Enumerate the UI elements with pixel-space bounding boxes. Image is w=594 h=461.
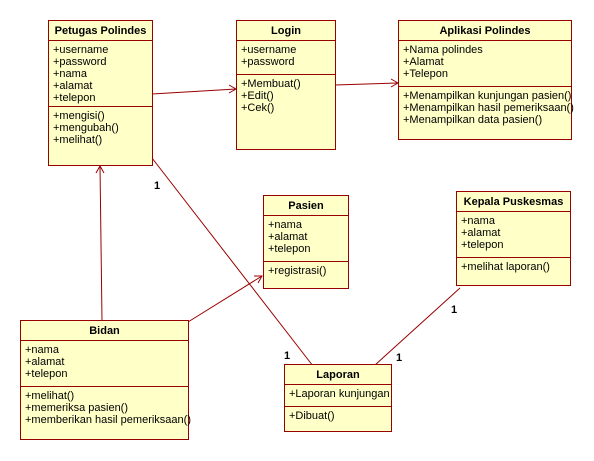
attributes-section: +username +password +nama +alamat +telep… <box>49 41 152 106</box>
operation: +memeriksa pasien() <box>25 402 129 414</box>
attribute: +Nama polindes <box>403 44 483 56</box>
operation: +Edit() <box>241 90 274 102</box>
petugas-login-association <box>151 88 237 95</box>
operation: +melihat() <box>25 390 75 402</box>
operation: +melihat() <box>53 134 103 146</box>
operation: +Membuat() <box>241 78 301 90</box>
bidan-pasien-arrowhead <box>254 275 263 284</box>
class-laporan[interactable]: Laporan +Laporan kunjungan +Dibuat() <box>284 364 392 432</box>
attributes-section: +Laporan kunjungan <box>285 385 391 406</box>
attributes-section: +username +password <box>237 41 335 74</box>
bidan-petugas-association <box>99 165 103 321</box>
kepala-laporan-association <box>374 287 461 366</box>
bidan-petugas-arrowhead <box>95 164 105 174</box>
operations-section: +melihat() +memeriksa pasien() +memberik… <box>21 386 191 428</box>
attribute: +alamat <box>268 231 308 243</box>
operations-section: +Membuat() +Edit() +Cek() <box>237 74 335 116</box>
bidan-pasien-association <box>187 275 263 323</box>
operations-section: +Dibuat() <box>285 406 391 424</box>
class-name: Aplikasi Polindes <box>399 21 571 41</box>
attributes-section: +nama +alamat +telepon <box>457 212 570 257</box>
attribute: +password <box>241 56 295 68</box>
petugas-laporan-association <box>151 157 314 367</box>
attribute: +Alamat <box>403 56 444 68</box>
attribute: +password <box>53 56 107 68</box>
class-name: Bidan <box>21 321 188 341</box>
login-aplikasi-association <box>334 82 399 86</box>
class-name: Laporan <box>285 365 391 385</box>
attribute: +alamat <box>53 80 93 92</box>
multiplicity-label: 1 <box>284 350 291 362</box>
multiplicity-label: 1 <box>396 352 403 364</box>
class-kepala-puskesmas[interactable]: Kepala Puskesmas +nama +alamat +telepon … <box>456 191 571 286</box>
class-petugas-polindes[interactable]: Petugas Polindes +username +password +na… <box>48 20 153 166</box>
attributes-section: +nama +alamat +telepon <box>21 341 188 386</box>
attribute: +nama <box>53 68 87 80</box>
class-pasien[interactable]: Pasien +nama +alamat +telepon +registras… <box>263 195 349 289</box>
attribute: +telepon <box>461 239 504 251</box>
class-name: Pasien <box>264 196 348 216</box>
operation: +Menampilkan data pasien() <box>403 114 543 126</box>
class-aplikasi-polindes[interactable]: Aplikasi Polindes +Nama polindes +Alamat… <box>398 20 574 140</box>
attributes-section: +Nama polindes +Alamat +Telepon <box>399 41 571 86</box>
operation: +Menampilkan kunjungan pasien() <box>403 90 572 102</box>
operation: +memberikan hasil pemeriksaan() <box>25 414 191 426</box>
class-name: Login <box>237 21 335 41</box>
attribute: +telepon <box>53 92 96 104</box>
multiplicity-label: 1 <box>154 180 161 192</box>
operation: +registrasi() <box>268 265 327 277</box>
class-bidan[interactable]: Bidan +nama +alamat +telepon +melihat() … <box>20 320 191 440</box>
class-name: Petugas Polindes <box>49 21 152 41</box>
attribute: +telepon <box>25 368 68 380</box>
multiplicity-label: 1 <box>451 304 458 316</box>
operations-section: +Menampilkan kunjungan pasien() +Menampi… <box>399 86 574 128</box>
operation: +melihat laporan() <box>461 261 550 273</box>
class-name: Kepala Puskesmas <box>457 192 570 212</box>
operations-section: +melihat laporan() <box>457 257 570 275</box>
attribute: +username <box>241 44 297 56</box>
operations-section: +mengisi() +mengubah() +melihat() <box>49 106 152 148</box>
operation: +Menampilkan hasil pemeriksaan() <box>403 102 574 114</box>
attribute: +nama <box>25 344 59 356</box>
attribute: +Telepon <box>403 68 448 80</box>
operation: +Cek() <box>241 102 275 114</box>
attribute: +nama <box>268 219 302 231</box>
operation: +Dibuat() <box>289 410 335 422</box>
attribute: +telepon <box>268 243 311 255</box>
operation: +mengisi() <box>53 110 105 122</box>
attribute: +alamat <box>461 227 501 239</box>
attributes-section: +nama +alamat +telepon <box>264 216 348 261</box>
attribute: +nama <box>461 215 495 227</box>
class-login[interactable]: Login +username +password +Membuat() +Ed… <box>236 20 336 150</box>
attribute: +username <box>53 44 109 56</box>
operations-section: +registrasi() <box>264 261 348 279</box>
attribute: +Laporan kunjungan <box>289 388 390 400</box>
operation: +mengubah() <box>53 122 119 134</box>
attribute: +alamat <box>25 356 65 368</box>
